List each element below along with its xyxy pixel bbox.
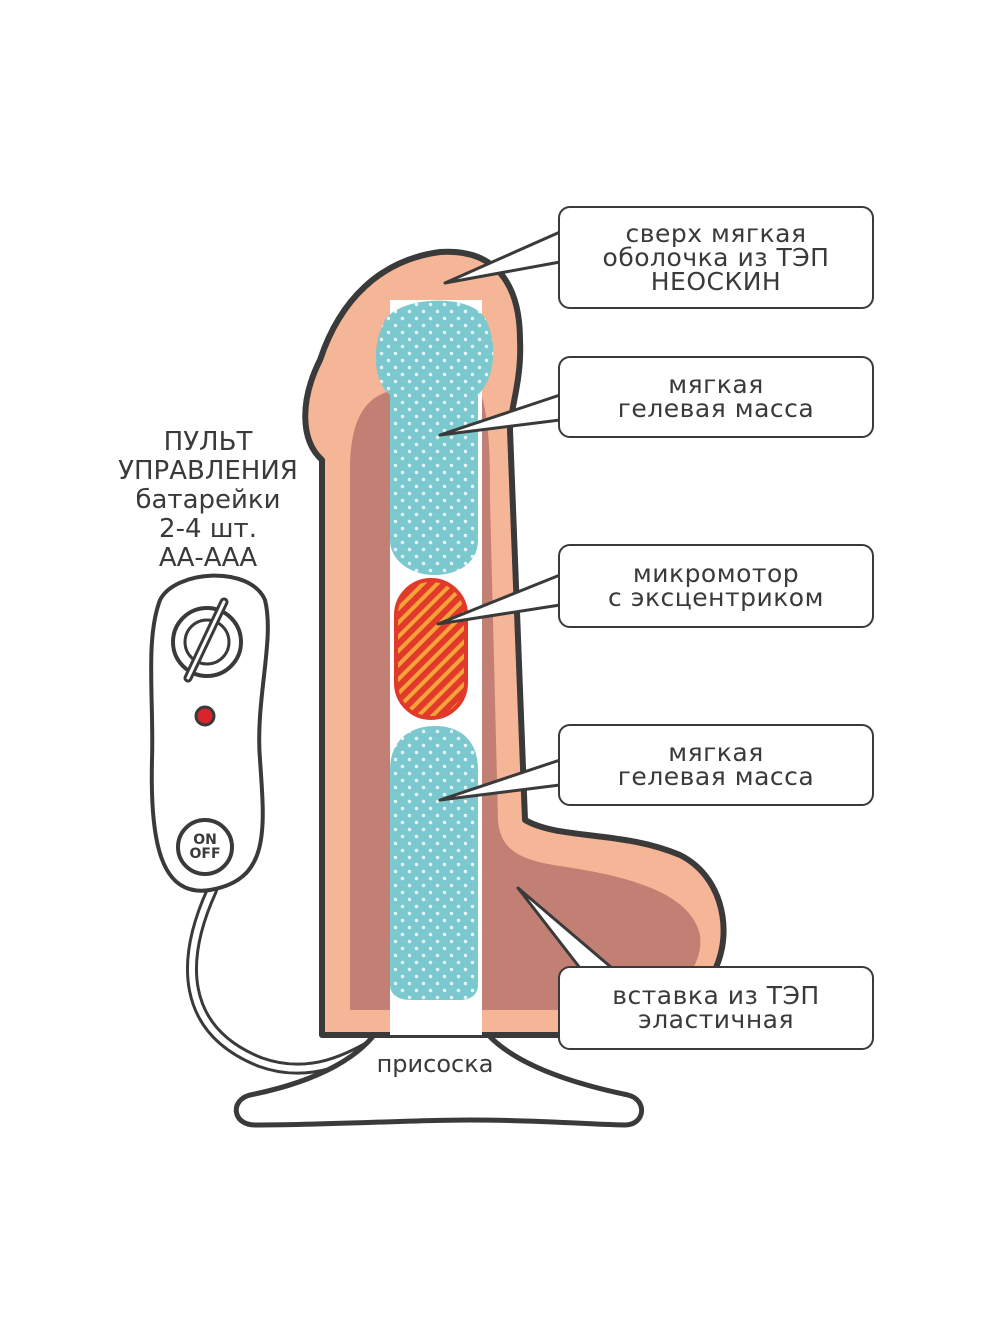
suction-cup-base bbox=[233, 997, 645, 1128]
remote-label-line: 2-4 шт. bbox=[159, 514, 257, 544]
callout-insert: вставка из ТЭП эластичная bbox=[558, 966, 874, 1050]
remote-label-line: АА-ААА bbox=[158, 543, 258, 573]
pointer-insert bbox=[516, 886, 613, 970]
callout-line: микромотор bbox=[632, 559, 800, 588]
on-label: ON bbox=[193, 832, 217, 848]
pointer-shell bbox=[443, 230, 561, 285]
led-indicator-icon bbox=[194, 705, 216, 727]
pointer-upper-gel bbox=[438, 393, 561, 437]
callout-line: вставка из ТЭП bbox=[612, 981, 820, 1010]
on-off-button[interactable] bbox=[176, 818, 234, 876]
callout-line: НЕОСКИН bbox=[650, 266, 782, 296]
remote-label-line: батарейки bbox=[135, 485, 281, 515]
callout-pointers bbox=[436, 230, 613, 970]
callout-line: эластичная bbox=[637, 1005, 795, 1034]
suction-cup-label: присоска bbox=[376, 1050, 494, 1078]
callout-line: с эксцентриком bbox=[608, 583, 824, 612]
callout-outer-shell: сверх мягкая оболочка из ТЭП НЕОСКИН bbox=[558, 206, 874, 309]
callout-lower-gel: мягкая гелевая масса bbox=[558, 724, 874, 806]
callout-line: оболочка из ТЭП bbox=[602, 242, 830, 272]
callout-line: гелевая масса bbox=[617, 762, 815, 791]
remote-label-line: ПУЛЬТ bbox=[163, 427, 253, 457]
callout-line: мягкая bbox=[668, 738, 764, 767]
intensity-dial-icon[interactable] bbox=[171, 597, 243, 683]
callout-upper-gel: мягкая гелевая масса bbox=[558, 356, 874, 438]
on-off-label[interactable]: ON OFF bbox=[176, 818, 234, 876]
remote-label-line: УПРАВЛЕНИЯ bbox=[118, 456, 298, 486]
callout-line: сверх мягкая bbox=[625, 218, 807, 248]
off-label: OFF bbox=[189, 846, 221, 862]
lower-gel-mass bbox=[390, 726, 478, 1000]
remote-label: ПУЛЬТ УПРАВЛЕНИЯ батарейки 2-4 шт. АА-АА… bbox=[90, 428, 326, 573]
micromotor bbox=[394, 578, 468, 720]
callout-line: гелевая масса bbox=[617, 394, 815, 423]
callout-micromotor: микромотор с эксцентриком bbox=[558, 544, 874, 628]
upper-gel-mass bbox=[375, 300, 494, 575]
callout-line: мягкая bbox=[668, 370, 764, 399]
pointer-motor bbox=[436, 573, 561, 626]
pointer-lower-gel bbox=[438, 758, 561, 802]
